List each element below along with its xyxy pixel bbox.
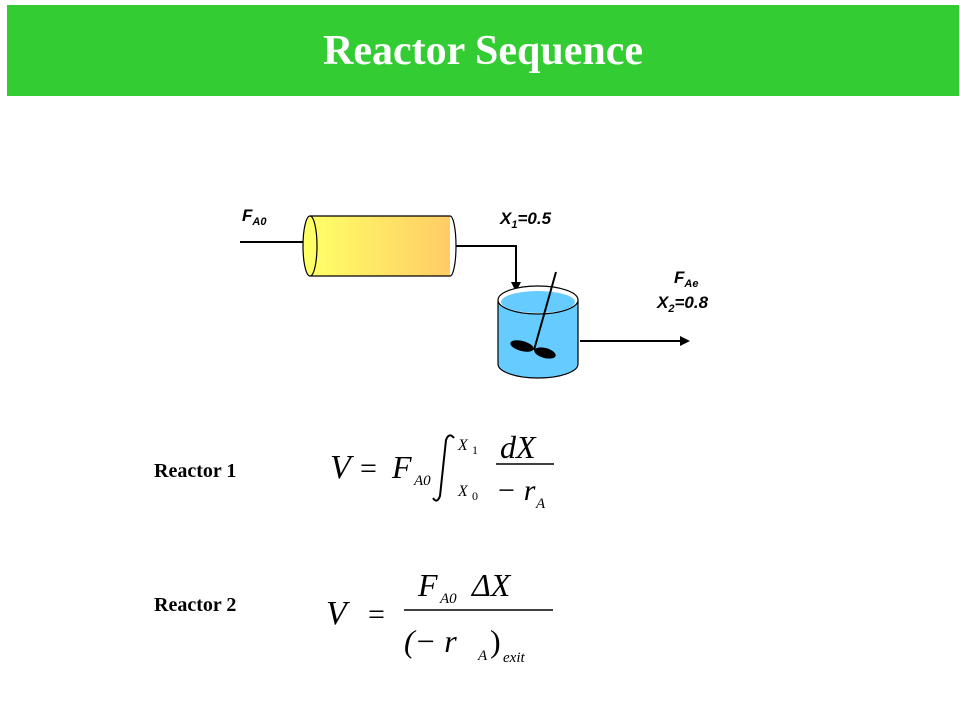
svg-text:A0: A0 xyxy=(413,473,431,489)
integral-sign xyxy=(432,434,455,502)
svg-text:F: F xyxy=(417,567,438,603)
stirrer-blade-left xyxy=(510,340,534,352)
svg-text:X: X xyxy=(457,437,469,454)
reactor1-equation: V = F A0 X 1 X 0 dX − r A xyxy=(330,429,554,512)
svg-text:V: V xyxy=(326,595,351,632)
page-title: Reactor Sequence xyxy=(323,27,643,74)
svg-text:F: F xyxy=(391,449,412,485)
svg-text:(− r: (− r xyxy=(404,623,457,659)
svg-text:=: = xyxy=(368,598,385,631)
svg-text:V: V xyxy=(330,449,355,486)
reactor1-label: Reactor 1 xyxy=(154,460,237,482)
svg-text:0: 0 xyxy=(472,489,478,503)
svg-text:ΔX: ΔX xyxy=(470,567,512,603)
stirrer-blade-right xyxy=(534,347,556,359)
title-bar: Reactor Sequence xyxy=(7,5,959,96)
reactor2-equation: V = F A0 ΔX (− r A ) exit xyxy=(326,567,553,666)
svg-text:A: A xyxy=(477,648,488,664)
title-bar-background xyxy=(7,5,959,96)
svg-text:dX: dX xyxy=(500,429,537,465)
svg-text:− r: − r xyxy=(496,474,536,507)
svg-text:1: 1 xyxy=(472,443,478,457)
exit-flow-label: FAe xyxy=(674,268,698,290)
connection-pipe xyxy=(456,245,521,292)
feed-label: FA0 xyxy=(242,206,267,228)
svg-text:): ) xyxy=(490,623,501,659)
svg-text:exit: exit xyxy=(503,650,525,666)
svg-text:X: X xyxy=(457,483,469,500)
svg-text:A0: A0 xyxy=(439,591,457,607)
reactor2-label: Reactor 2 xyxy=(154,594,237,616)
intermediate-conversion-label: X1=0.5 xyxy=(499,209,552,231)
stirrer-shaft xyxy=(533,271,557,351)
cstr-reactor xyxy=(497,271,579,379)
svg-text:A: A xyxy=(535,496,546,512)
exit-conversion-label: X2=0.8 xyxy=(656,293,709,315)
svg-text:=: = xyxy=(360,452,377,485)
pfr-reactor xyxy=(302,215,457,277)
